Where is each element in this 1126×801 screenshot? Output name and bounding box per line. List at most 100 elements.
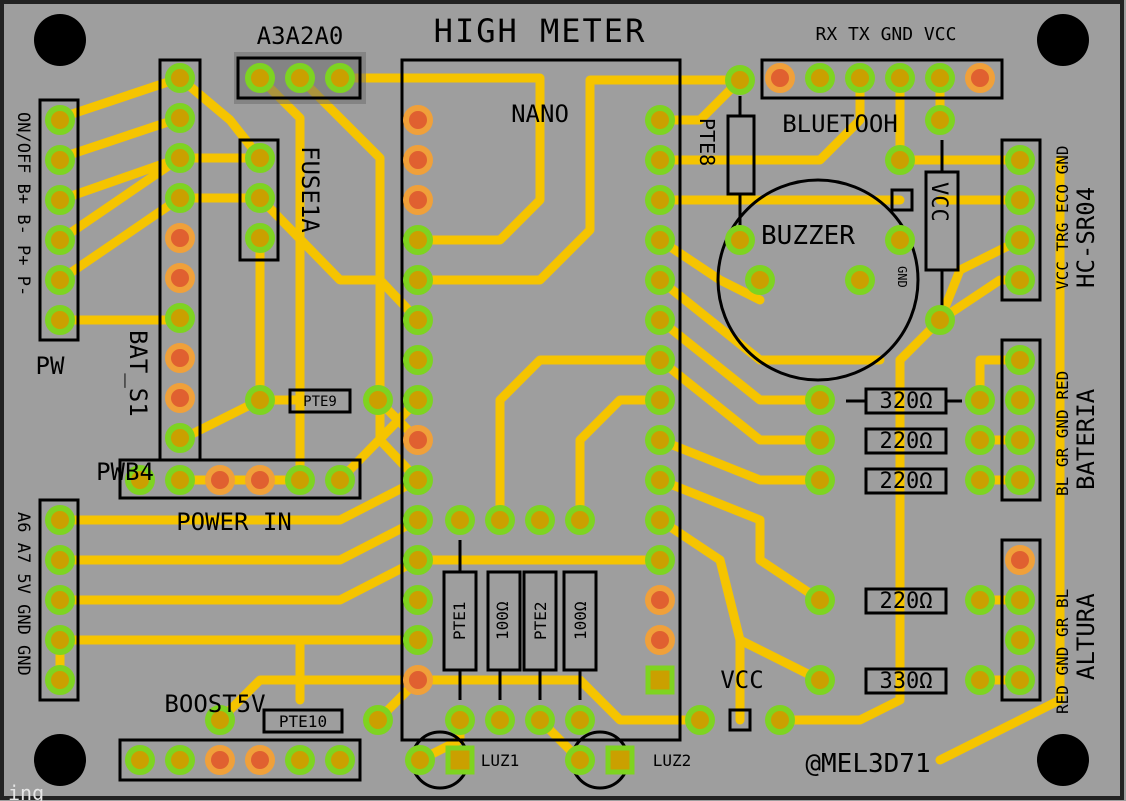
pad: [245, 385, 275, 415]
hc-sr04-header: [1000, 138, 1042, 302]
pad: [285, 465, 315, 495]
buzzer-label: BUZZER: [761, 221, 855, 251]
pad: [645, 545, 675, 575]
pad: [403, 585, 433, 615]
altura-pins-label: RED GND GR BL: [1053, 589, 1072, 714]
pad: [45, 585, 75, 615]
pte10-resistor: [262, 708, 344, 734]
pad: [725, 225, 755, 255]
pad: [725, 65, 755, 95]
pad: [245, 183, 275, 213]
pad-unconnected: [765, 63, 795, 93]
pad: [645, 225, 675, 255]
pad: [45, 305, 75, 335]
pad: [125, 745, 155, 775]
pad: [45, 185, 75, 215]
bateria-label: BATERIA: [1072, 388, 1100, 490]
pad: [1005, 465, 1035, 495]
pad: [485, 505, 515, 535]
r220c-label: 220Ω: [880, 589, 933, 614]
pad-unconnected: [165, 343, 195, 373]
pte10-label: PTE10: [279, 712, 327, 731]
pad: [645, 665, 675, 695]
pad: [405, 745, 435, 775]
pad: [445, 505, 475, 535]
pad: [845, 265, 875, 295]
pad: [565, 505, 595, 535]
mounting-hole-top-right: [1037, 14, 1089, 66]
pad: [605, 745, 635, 775]
pad: [403, 385, 433, 415]
buzzer-diode: [890, 188, 914, 212]
pad: [325, 63, 355, 93]
pad: [745, 265, 775, 295]
pte9-resistor: [288, 388, 352, 414]
a6-pins-label: A6 A7 5V GND GND: [13, 512, 33, 676]
hc-sr04-label: HC-SR04: [1072, 187, 1100, 288]
bateria-pins-label: BL GR GND RED: [1053, 371, 1072, 496]
pw-label: PW: [36, 352, 65, 380]
r220a-label: 220Ω: [880, 429, 933, 454]
silkscreen-labels: HIGH METER A3A2A0 NANO BLUETOOH RX TX GN…: [8, 12, 1100, 801]
pad-unconnected: [403, 185, 433, 215]
pad: [685, 705, 715, 735]
pad-group: [45, 63, 1035, 775]
pte9-label: PTE9: [303, 394, 337, 410]
pad: [965, 665, 995, 695]
pad: [645, 145, 675, 175]
arduino-nano-outline: [400, 58, 682, 742]
pwb4-label: PWB4: [96, 458, 154, 486]
a3a2a0-header: [236, 56, 362, 100]
pad: [565, 745, 595, 775]
pad: [325, 465, 355, 495]
pad: [645, 305, 675, 335]
pad: [645, 465, 675, 495]
pad: [1005, 145, 1035, 175]
pad: [285, 745, 315, 775]
board-title: HIGH METER: [434, 12, 647, 50]
pad: [645, 185, 675, 215]
pad: [1005, 345, 1035, 375]
r100a-label: 100Ω: [493, 601, 512, 640]
boost-label: BOOST5V: [164, 690, 265, 718]
buzzer-outline: [716, 178, 920, 382]
pad: [645, 345, 675, 375]
r220b-label: 220Ω: [880, 469, 933, 494]
pad: [925, 305, 955, 335]
pad: [1005, 665, 1035, 695]
pad: [1005, 585, 1035, 615]
a6-header: [38, 498, 80, 702]
pad: [403, 465, 433, 495]
pad: [805, 425, 835, 455]
power-in-header: [118, 458, 362, 500]
pad: [485, 705, 515, 735]
pad: [445, 745, 475, 775]
pad: [525, 705, 555, 735]
watermark-text: ing: [8, 781, 44, 801]
pad: [45, 225, 75, 255]
pad-unconnected: [245, 745, 275, 775]
r330-label: 330Ω: [880, 669, 933, 694]
pad: [1005, 265, 1035, 295]
pad: [205, 705, 235, 735]
fuse-label: FUSE1A: [296, 146, 324, 233]
pad: [165, 103, 195, 133]
pad: [765, 705, 795, 735]
pad: [885, 225, 915, 255]
nano-label: NANO: [511, 100, 569, 128]
pad: [45, 265, 75, 295]
pte2-label: PTE2: [531, 601, 550, 640]
pad: [805, 385, 835, 415]
pad: [1005, 625, 1035, 655]
pad: [1005, 425, 1035, 455]
mounting-hole-top-left: [34, 14, 86, 66]
pad: [363, 705, 393, 735]
pad-unconnected: [205, 745, 235, 775]
pad: [445, 705, 475, 735]
pad: [165, 745, 195, 775]
luz1-label: LUZ1: [481, 751, 520, 770]
pad: [125, 465, 155, 495]
r100b-label: 100Ω: [571, 601, 590, 640]
pad-unconnected: [165, 263, 195, 293]
